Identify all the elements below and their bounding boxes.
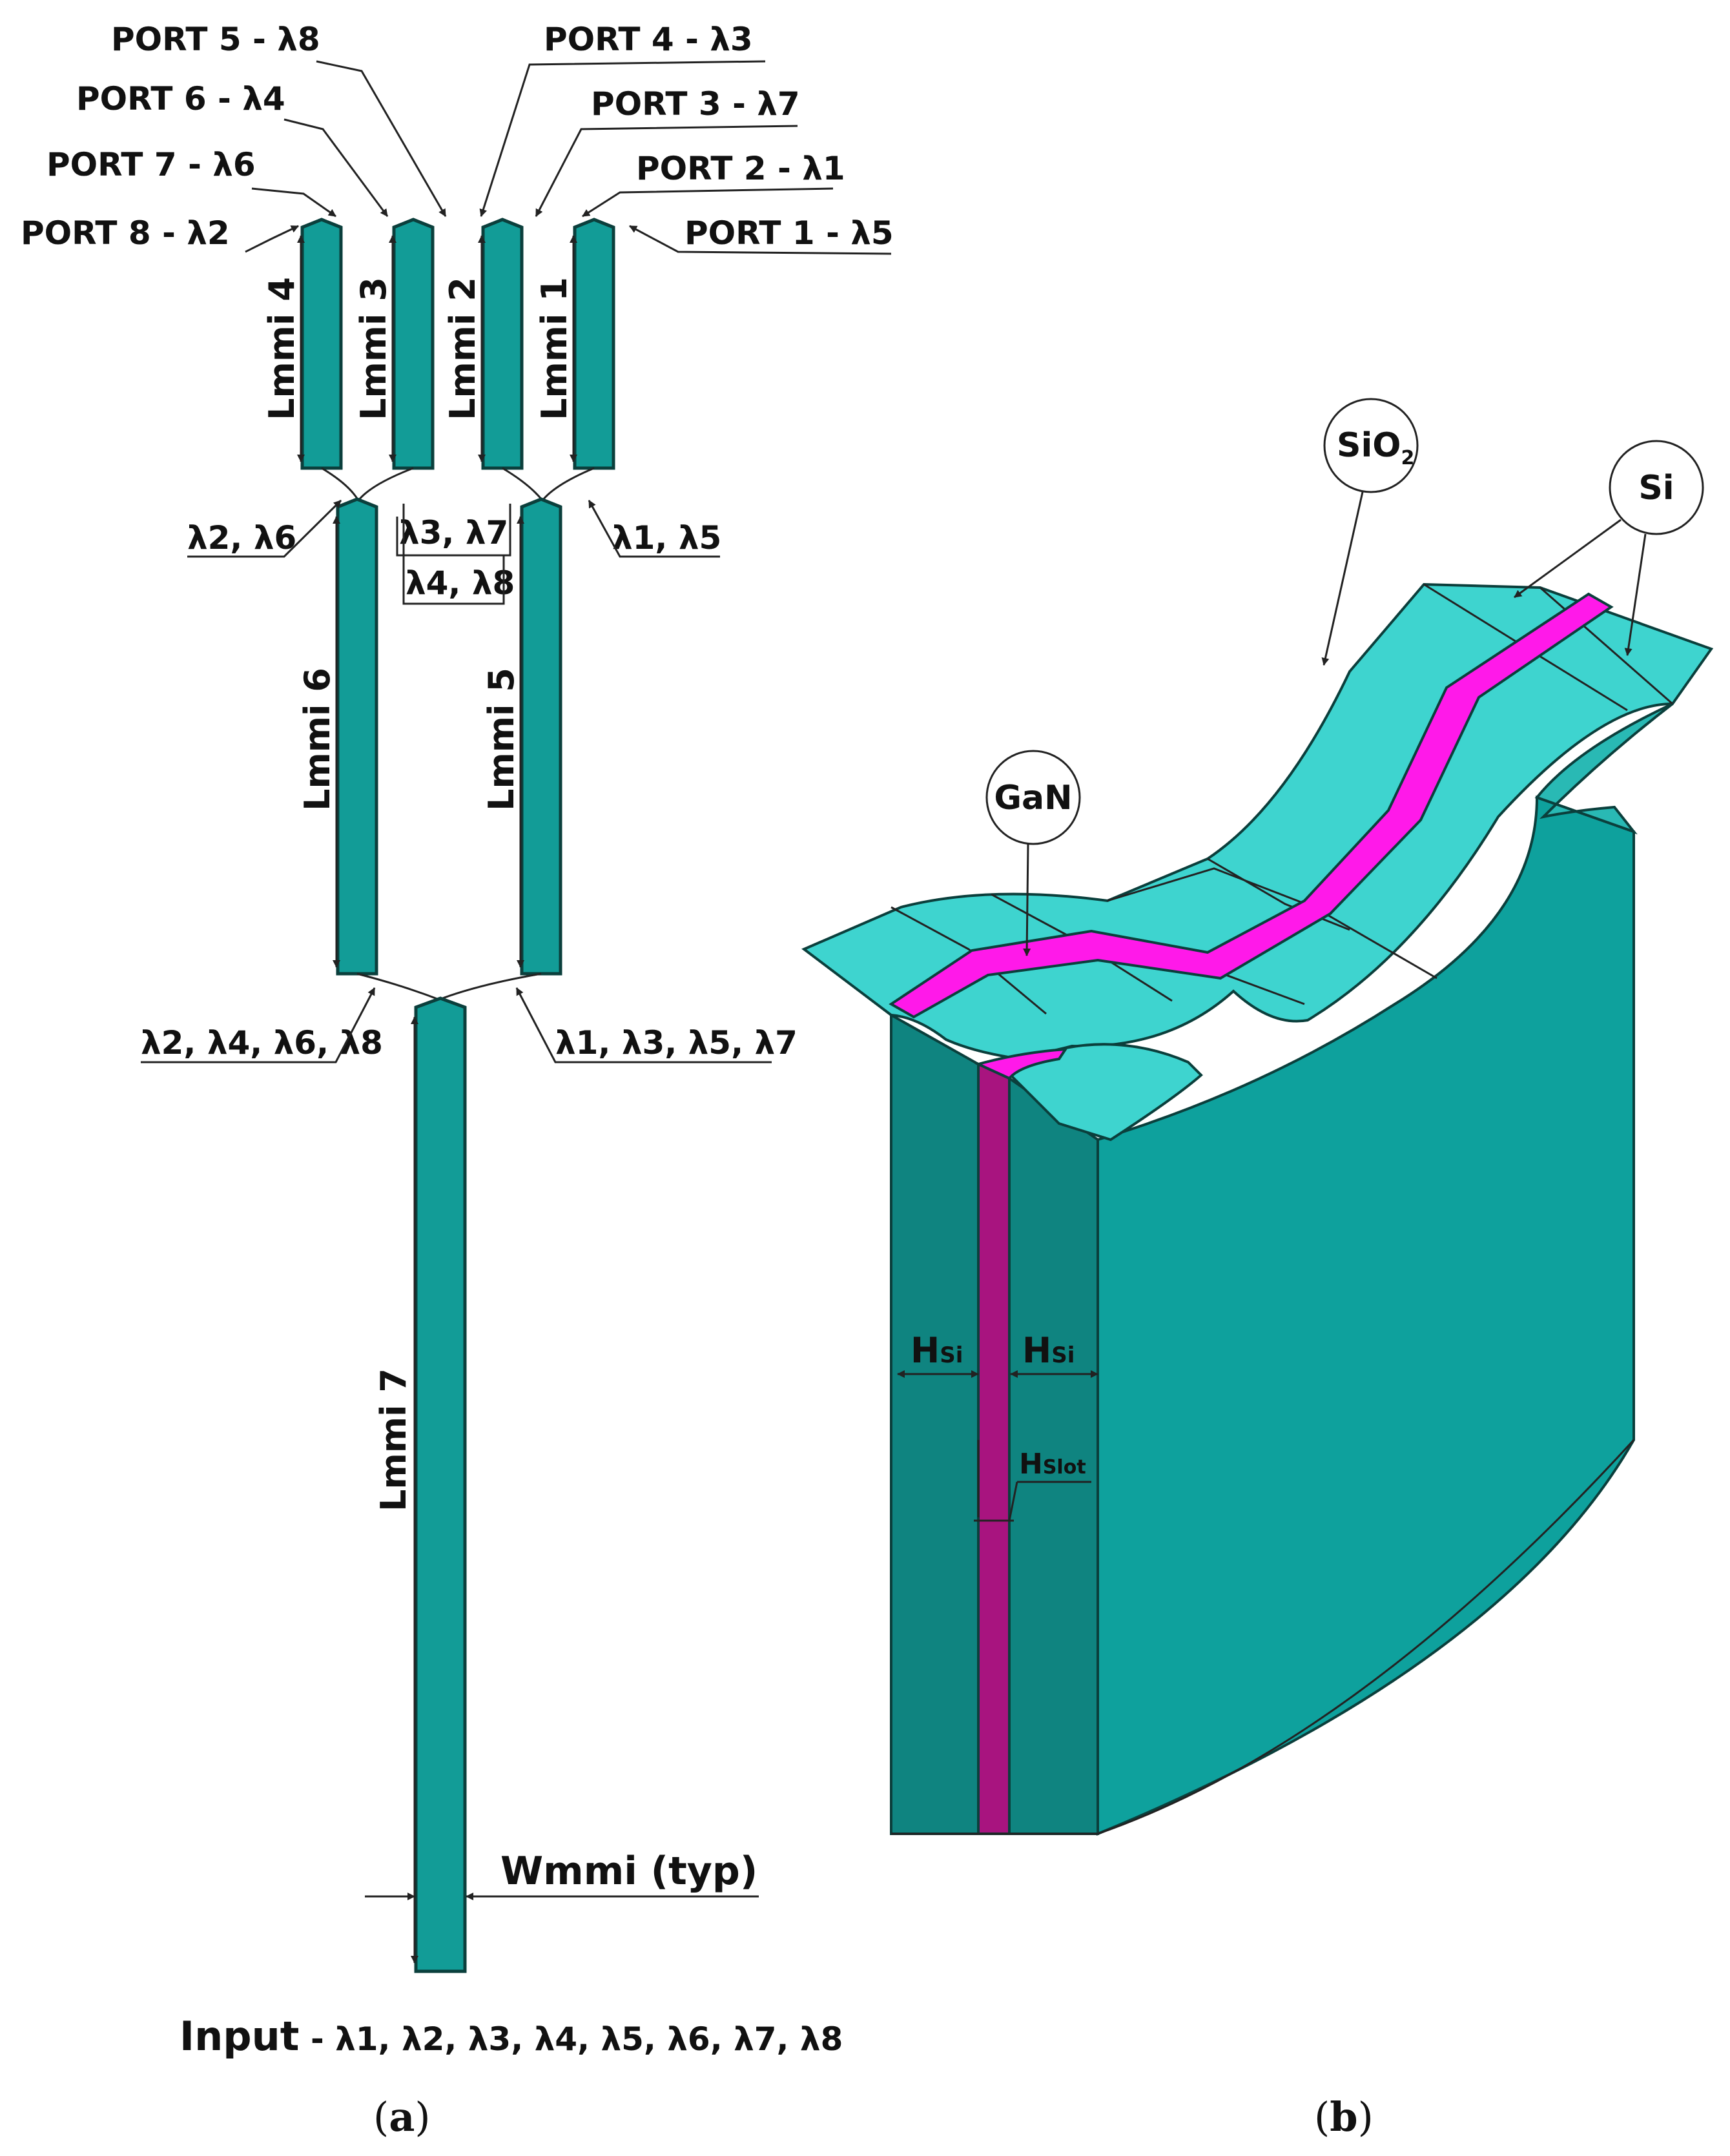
width-label: Wmmi (typ)	[500, 1849, 757, 1894]
mmi-section-5	[520, 497, 562, 976]
width-dimension: Wmmi (typ)	[365, 1849, 759, 1900]
port-1-label: PORT 1 - λ5	[685, 214, 894, 252]
h-si-left-label: HSi	[911, 1330, 963, 1371]
gan-slot-front-top	[974, 1047, 1068, 1080]
junction-label-l2-l4-l6-l8: λ2, λ4, λ6, λ8	[141, 1024, 383, 1062]
h-slot-label: HSlot	[1019, 1448, 1086, 1481]
top-notch-right	[1534, 703, 1674, 835]
h-si-right-label: HSi	[1022, 1330, 1075, 1371]
panel-b-slot-waveguide: SiO2 Si GaN HSi HSi	[801, 398, 1714, 2141]
callout-si: Si	[1514, 440, 1704, 656]
mmi-section-4	[300, 218, 343, 470]
caption-a-letter: a	[389, 2093, 415, 2141]
junction-label-l1-l3-l5-l7: λ1, λ3, λ5, λ7	[555, 1024, 798, 1062]
mmi-section-1	[573, 218, 615, 470]
junctions-top	[321, 467, 595, 502]
junction-label-l2-l6: λ2, λ6	[187, 519, 296, 557]
port-8-label: PORT 8 - λ2	[21, 214, 230, 252]
port-7-label: PORT 7 - λ6	[46, 146, 256, 183]
caption-b: (b)	[1314, 2093, 1374, 2141]
callout-sio2: SiO2	[1321, 398, 1419, 666]
slot-front	[977, 1062, 1011, 1835]
gan-slot-surface	[889, 592, 1614, 1019]
port-5-label: PORT 5 - λ8	[111, 21, 320, 58]
port-6-label: PORT 6 - λ4	[76, 80, 285, 118]
label-lmmi-3: Lmmi 3	[353, 277, 394, 420]
port-4-label: PORT 4 - λ3	[544, 21, 753, 58]
callout-si-label: Si	[1638, 469, 1674, 508]
junction-label-l3-l7: λ3, λ7	[399, 514, 508, 551]
callout-gan-label: GaN	[994, 779, 1072, 817]
mmi-section-3	[392, 218, 435, 470]
port-2-label: PORT 2 - λ1	[636, 150, 845, 187]
junction-lower	[356, 972, 542, 1001]
caption-a: (a)	[373, 2093, 431, 2141]
label-lmmi-6: Lmmi 6	[297, 668, 338, 811]
label-lmmi-7: Lmmi 7	[373, 1368, 414, 1512]
si-left-front	[890, 1012, 980, 1835]
length-dimensions	[297, 235, 577, 1964]
label-lmmi-4: Lmmi 4	[262, 277, 302, 420]
junction-right-top	[502, 467, 595, 502]
panel-a-demultiplexer: Lmmi 4 Lmmi 3 Lmmi 2 Lmmi 1 Lmmi 6 Lmmi …	[21, 21, 894, 2141]
junction-labels: λ2, λ6 λ3, λ7 λ4, λ8 λ1, λ5 λ2, λ4, λ6, …	[141, 499, 798, 1063]
body-bottom-edge	[891, 1439, 1635, 1835]
mmi-section-7	[414, 996, 467, 1973]
port-3-label: PORT 3 - λ7	[591, 85, 800, 123]
junction-left-top	[321, 467, 414, 502]
input-word: Input	[180, 2013, 299, 2060]
input-label: Input - λ1, λ2, λ3, λ4, λ5, λ6, λ7, λ8	[180, 2013, 843, 2060]
junction-label-l1-l5: λ1, λ5	[612, 519, 721, 557]
callout-gan: GaN	[985, 750, 1081, 956]
port-labels: PORT 8 - λ2 PORT 7 - λ6 PORT 6 - λ4 PORT…	[21, 21, 894, 255]
caption-b-letter: b	[1330, 2093, 1357, 2141]
label-lmmi-1: Lmmi 1	[534, 277, 575, 420]
mmi-section-6	[336, 497, 378, 976]
mmi-section-2	[481, 218, 524, 470]
label-lmmi-2: Lmmi 2	[442, 277, 483, 420]
label-lmmi-5: Lmmi 5	[481, 668, 522, 811]
junction-label-l4-l8: λ4, λ8	[406, 564, 515, 602]
input-wavelengths: - λ1, λ2, λ3, λ4, λ5, λ6, λ7, λ8	[311, 2020, 843, 2058]
height-dimensions: HSi HSi HSlot	[897, 1330, 1098, 1522]
